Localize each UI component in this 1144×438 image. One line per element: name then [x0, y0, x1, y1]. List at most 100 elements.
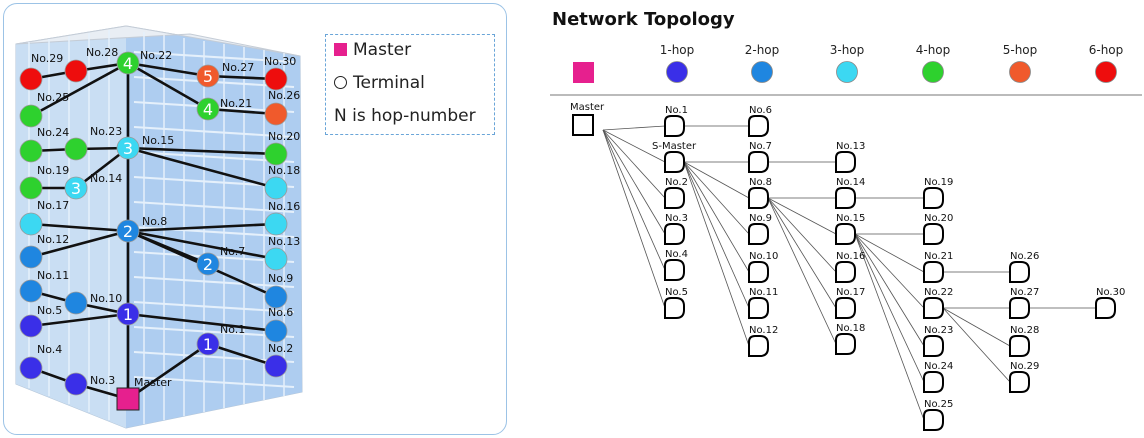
legend-terminal: Terminal: [334, 73, 425, 93]
topology-title: Network Topology: [552, 9, 735, 30]
topology-link: [683, 161, 750, 273]
building-hop-number: 1: [123, 305, 133, 324]
building-node-label: No.3: [90, 374, 115, 387]
topology-node-label: No.30: [1096, 287, 1125, 298]
building-node-label: No.18: [268, 164, 300, 177]
topology-terminal-node: [664, 115, 685, 137]
topology-master-label: Master: [570, 102, 605, 113]
building-hop-number: 2: [203, 255, 213, 274]
topology-terminal-node: [664, 151, 685, 173]
topology-terminal-node: [835, 261, 856, 283]
topology-terminal-node: [748, 151, 769, 173]
building-node-label: No.4: [37, 343, 62, 356]
building-node-5: [19, 314, 43, 338]
topology-terminal-node: [923, 223, 944, 245]
building-floor-line: [133, 276, 295, 288]
building-link: [127, 222, 277, 233]
building-link: [207, 342, 277, 368]
topology-terminal-node: [664, 223, 685, 245]
building-node-label: No.27: [222, 61, 254, 74]
hop-header-label: 3-hop: [830, 43, 865, 57]
topology-terminal-node: [748, 115, 769, 137]
topology-terminal-node: [1009, 261, 1030, 283]
building-node-label: No.1: [220, 323, 245, 336]
topology-terminal-node: [664, 187, 685, 209]
topology-node-label: No.8: [749, 177, 772, 188]
topology-link: [767, 197, 837, 345]
topology-terminal-node: [1009, 297, 1030, 319]
building-floor-line: [133, 126, 295, 138]
building-hop-number: 3: [71, 179, 81, 198]
building-floor-line: [133, 201, 295, 213]
topology-terminal-node: [923, 187, 944, 209]
building-node-label: No.28: [86, 46, 118, 59]
building-node-label: No.16: [268, 200, 300, 213]
building-node-10: [64, 291, 88, 315]
topology-terminal-node: [748, 187, 769, 209]
topology-link: [767, 197, 837, 273]
topology-link: [942, 307, 1011, 347]
building-link: [127, 229, 277, 261]
building-node-8: [116, 219, 140, 243]
building-node-label: No.13: [268, 235, 300, 248]
building-node-4: [19, 356, 43, 380]
topology-node-label: No.19: [924, 177, 953, 188]
topology-terminal-node: [1009, 371, 1030, 393]
building-hop-number: 3: [123, 139, 133, 158]
topology-link: [683, 161, 750, 347]
building-node-20: [264, 142, 288, 166]
building-node-21: [196, 97, 220, 121]
topology-node-label: No.20: [924, 213, 953, 224]
building-node-label: No.10: [90, 292, 122, 305]
hop-header-circle: [1095, 61, 1117, 83]
building-floor-line: [133, 376, 295, 388]
building-node-15: [116, 136, 140, 160]
topology-link: [602, 129, 666, 271]
topology-node-label: No.4: [665, 249, 688, 260]
building-node-23: [64, 137, 88, 161]
building-node-1: [196, 332, 220, 356]
legend-box: Master Terminal N is hop-number: [325, 34, 495, 135]
topology-node-label: No.21: [924, 251, 953, 262]
building-node-28: [64, 59, 88, 83]
hop-header-label: 6-hop: [1089, 43, 1124, 57]
topology-link: [767, 197, 837, 309]
topology-node-label: No.6: [749, 105, 772, 116]
topology-node-label: No.12: [749, 325, 778, 336]
topology-node-label: No.1: [665, 105, 688, 116]
topology-node-label: No.22: [924, 287, 953, 298]
building-node-label: No.29: [31, 52, 63, 65]
building-node-label: No.12: [37, 233, 69, 246]
topology-master-node: [572, 114, 594, 136]
topology-link: [854, 233, 925, 383]
topology-terminal-node: [923, 371, 944, 393]
building-node-26: [264, 102, 288, 126]
building-link: [30, 312, 129, 328]
topology-node-label: No.15: [836, 213, 865, 224]
topology-terminal-node: [748, 297, 769, 319]
building-node-label: No.23: [90, 125, 122, 138]
topology-terminal-node: [923, 409, 944, 431]
topology-terminal-node: [835, 333, 856, 355]
building-link: [30, 61, 129, 118]
building-node-12: [19, 245, 43, 269]
topology-link: [683, 161, 750, 235]
building-node-18: [264, 176, 288, 200]
terminal-circle-icon: [334, 76, 347, 89]
hop-header-label: 4-hop: [916, 43, 951, 57]
topology-terminal-node: [835, 151, 856, 173]
topology-link: [854, 233, 925, 421]
topology-link: [602, 125, 666, 131]
topology-link: [854, 233, 925, 309]
building-hop-number: 1: [203, 335, 213, 354]
building-link: [127, 61, 209, 111]
topology-node-label: S-Master: [652, 141, 697, 152]
building-node-label: No.5: [37, 304, 62, 317]
topology-node-label: No.23: [924, 325, 953, 336]
topology-node-label: No.25: [924, 399, 953, 410]
building-node-s-master: [116, 302, 140, 326]
hop-header-circle: [751, 61, 773, 83]
topology-node-label: No.27: [1010, 287, 1039, 298]
building-link: [127, 312, 277, 333]
building-link: [127, 229, 209, 266]
